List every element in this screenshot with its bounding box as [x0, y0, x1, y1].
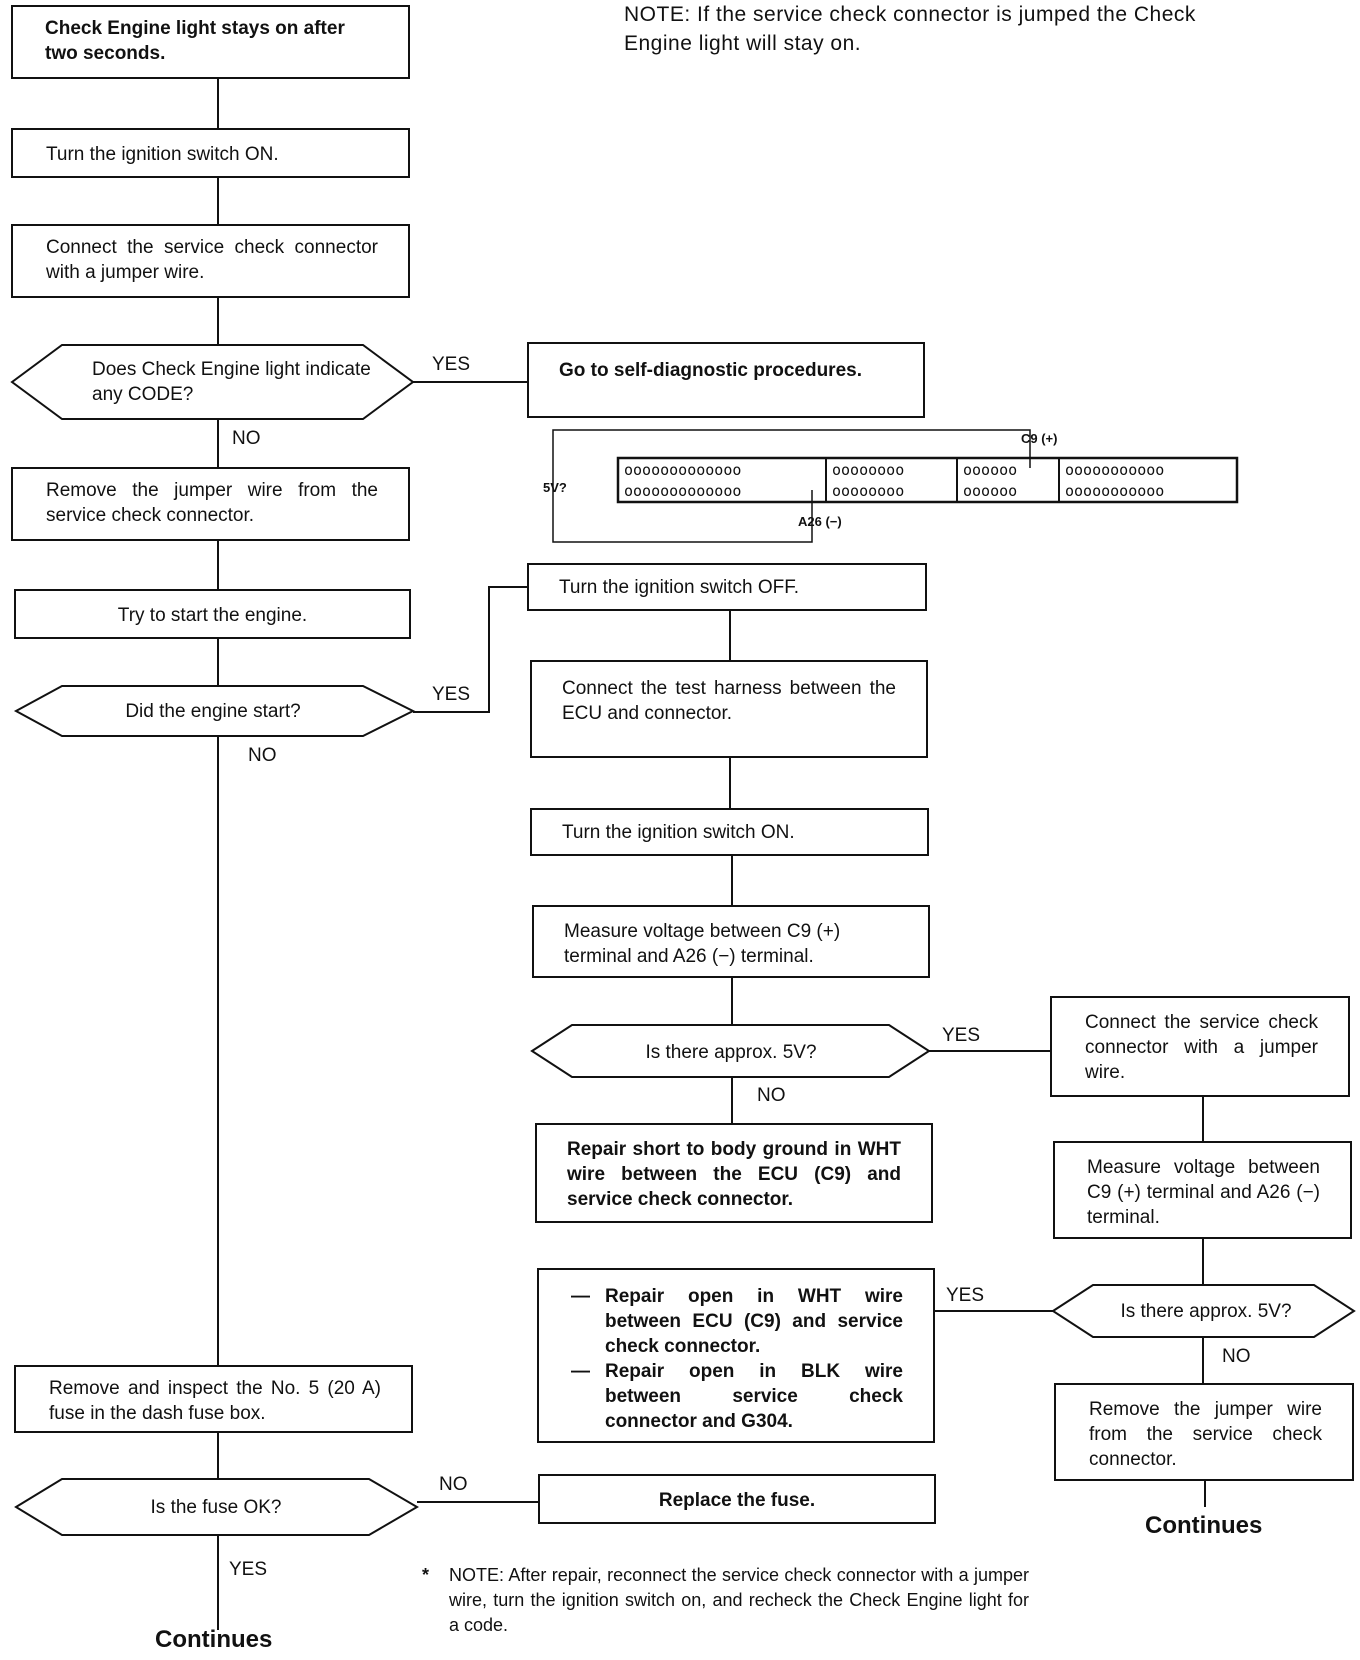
decision-shape-code: [10, 344, 415, 420]
label-no-code: NO: [232, 428, 261, 449]
dash-glyph: —: [571, 1361, 590, 1382]
step-try-start-engine: Try to start the engine.: [14, 589, 411, 639]
label-no-engine: NO: [248, 745, 277, 766]
decision-text-5v-1: Is there approx. 5V?: [645, 1042, 817, 1063]
decision-text-fuse: Is the fuse OK?: [150, 1497, 282, 1518]
step-connect-service-check: Connect the service check connector with…: [11, 224, 410, 298]
step-connect-service-check-2: Connect the service check connector with…: [1050, 996, 1350, 1097]
label-no-5v-1: NO: [757, 1085, 786, 1106]
connector-row-a-bottom: ooooooooooooo: [624, 482, 741, 500]
repair-open-item-blk: — Repair open in BLK wire between service…: [571, 1359, 903, 1434]
label-yes-fuse: YES: [229, 1559, 268, 1580]
connector-row-b-bottom: oooooooo: [832, 482, 904, 500]
label-no-fuse: NO: [439, 1474, 468, 1495]
step-check-engine-stays-on: Check Engine light stays on after two se…: [11, 5, 410, 79]
connector-row-d-bottom: ooooooooooo: [1065, 482, 1164, 500]
step-connect-test-harness: Connect the test harness between the ECU…: [530, 660, 928, 758]
decision-text-engine-start: Did the engine start?: [125, 701, 301, 722]
bottom-note: NOTE: After repair, reconnect the servic…: [449, 1565, 1029, 1635]
connector-label-a26: A26 (−): [798, 514, 842, 529]
step-turn-ignition-on-2: Turn the ignition switch ON.: [530, 808, 929, 856]
connector-label-c9: C9 (+): [1021, 431, 1057, 446]
decision-text-5v-2: Is there approx. 5V?: [1120, 1301, 1292, 1322]
step-turn-ignition-off: Turn the ignition switch OFF.: [527, 563, 927, 611]
connector-row-a-top: ooooooooooooo: [624, 461, 741, 479]
continues-left: Continues: [155, 1626, 273, 1653]
label-yes-5v-2: YES: [946, 1285, 985, 1306]
step-remove-jumper-2: Remove the jumper wire from the service …: [1054, 1383, 1354, 1481]
repair-open-text-blk: Repair open in BLK wire between service …: [605, 1361, 903, 1432]
connector-row-c-bottom: oooooo: [963, 482, 1017, 500]
dash-glyph: —: [571, 1286, 590, 1307]
step-measure-voltage-1: Measure voltage between C9 (+) terminal …: [532, 905, 930, 978]
step-turn-ignition-on-1: Turn the ignition switch ON.: [11, 128, 410, 178]
connector-row-b-top: oooooooo: [832, 461, 904, 479]
label-yes-5v-1: YES: [942, 1025, 981, 1046]
connector-label-5v: 5V?: [543, 480, 567, 495]
continues-right: Continues: [1145, 1512, 1263, 1539]
connector-diagram: [552, 429, 1239, 543]
step-go-to-self-diagnostic[interactable]: Go to self-diagnostic procedures.: [527, 342, 925, 418]
label-no-5v-2: NO: [1222, 1346, 1251, 1367]
step-repair-open: — Repair open in WHT wire between ECU (C9…: [537, 1268, 935, 1443]
label-yes-code: YES: [432, 354, 471, 375]
decision-shape-engine-start: [13, 685, 416, 737]
decision-shape-fuse: [14, 1478, 419, 1536]
step-remove-jumper-1: Remove the jumper wire from the service …: [11, 467, 410, 541]
bottom-note-star: *: [422, 1565, 430, 1585]
decision-text-code: Does Check Engine light indicate any COD…: [92, 359, 371, 405]
decision-shape-5v-1: [530, 1024, 931, 1078]
label-yes-engine: YES: [432, 684, 471, 705]
repair-open-item-wht: — Repair open in WHT wire between ECU (C9…: [571, 1284, 903, 1359]
connector-row-c-top: oooooo: [963, 461, 1017, 479]
connector-row-d-top: ooooooooooo: [1065, 461, 1164, 479]
top-note: NOTE: If the service check connector is …: [624, 3, 1196, 55]
step-measure-voltage-2: Measure voltage between C9 (+) terminal …: [1053, 1141, 1352, 1239]
step-remove-inspect-fuse: Remove and inspect the No. 5 (20 A) fuse…: [14, 1365, 413, 1433]
decision-shape-5v-2: [1051, 1284, 1356, 1338]
step-repair-short: Repair short to body ground in WHT wire …: [535, 1123, 933, 1223]
repair-open-text-wht: Repair open in WHT wire between ECU (C9)…: [605, 1286, 903, 1357]
step-replace-fuse: Replace the fuse.: [538, 1474, 936, 1524]
